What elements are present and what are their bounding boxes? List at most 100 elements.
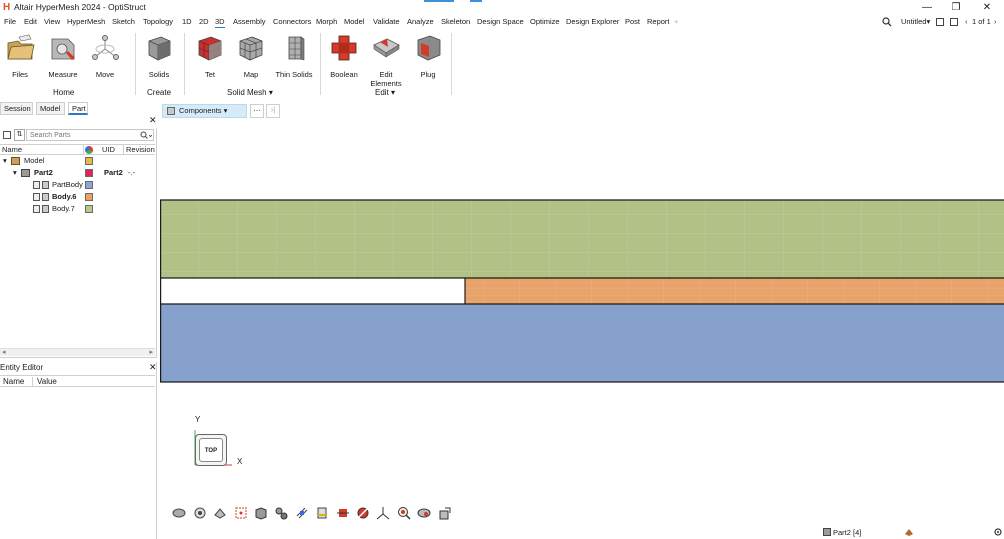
menu-assembly[interactable]: Assembly [233, 17, 266, 26]
iso-view-icon[interactable] [254, 506, 268, 520]
filter-icon[interactable]: ⇅ [14, 129, 25, 141]
tree-row-model[interactable]: ▾ Model [0, 155, 155, 167]
group-solid-mesh-label[interactable]: Solid Mesh ▾ [227, 88, 273, 97]
body-visibility-icon[interactable] [42, 193, 49, 201]
uid-value: Part2 [104, 168, 123, 177]
menu-skeleton[interactable]: Skeleton [441, 17, 471, 26]
view-cube[interactable]: TOP [195, 434, 227, 466]
menu-morph[interactable]: Morph [316, 17, 338, 26]
color-swatch[interactable] [85, 193, 93, 201]
menu-optimize[interactable]: Optimize [530, 17, 560, 26]
menu-1d[interactable]: 1D [182, 17, 192, 26]
edit-elements-tool[interactable]: Edit Elements [366, 33, 406, 88]
unmask-icon[interactable] [356, 506, 370, 520]
wireframe-view-icon[interactable] [193, 506, 207, 520]
column-name[interactable]: Name [2, 144, 84, 155]
color-swatch[interactable] [85, 181, 93, 189]
mask-icon[interactable] [336, 506, 350, 520]
menu-edit[interactable]: Edit [24, 17, 37, 26]
minimize-button[interactable]: — [922, 2, 932, 13]
axis-display-icon[interactable] [376, 506, 390, 520]
measure-tool[interactable]: Measure [47, 33, 79, 79]
menu-2d[interactable]: 2D [199, 17, 209, 26]
tree-row-partbody[interactable]: PartBody [0, 179, 155, 191]
edit-elements-icon [371, 33, 401, 63]
measure-label: Measure [48, 70, 78, 79]
menu-sketch[interactable]: Sketch [112, 17, 135, 26]
menu-design-space[interactable]: Design Space [477, 17, 524, 26]
rotate-view-icon[interactable] [274, 506, 288, 520]
scroll-right-icon[interactable]: ▸ [149, 349, 153, 356]
tree-row-body7[interactable]: Body.7 [0, 203, 155, 215]
menu-view[interactable]: View [44, 17, 61, 26]
collapse-toolbar-button[interactable]: ›| [266, 104, 280, 118]
session-name-dropdown[interactable]: Untitled▾ [901, 16, 930, 27]
color-swatch[interactable] [85, 157, 93, 165]
close-panel-icon[interactable]: ✕ [149, 115, 157, 125]
settings-icon[interactable] [993, 527, 1003, 537]
hidden-line-icon[interactable] [213, 506, 227, 520]
section-cut-icon[interactable] [295, 506, 309, 520]
restore-button[interactable]: ❐ [951, 2, 961, 13]
menu-hypermesh[interactable]: HyperMesh [67, 17, 106, 26]
tree-row-body6[interactable]: Body.6 [0, 191, 155, 203]
components-button[interactable]: Components ▾ [162, 104, 247, 118]
search-icon[interactable] [140, 131, 153, 140]
tab-session[interactable]: Session [0, 102, 33, 115]
move-tool[interactable]: Move [89, 33, 121, 79]
more-options-button[interactable]: ··· [250, 104, 264, 118]
column-uid[interactable]: UID [102, 144, 124, 155]
tet-tool[interactable]: Tet [194, 33, 226, 79]
menu-analyze[interactable]: Analyze [407, 17, 434, 26]
menu-design-explorer[interactable]: Design Explorer [566, 17, 620, 26]
menu-report[interactable]: Report [647, 17, 670, 26]
view-cube-face[interactable]: TOP [199, 438, 223, 462]
body-visibility-icon[interactable] [42, 181, 49, 189]
find-entity-icon[interactable] [417, 506, 431, 520]
menu-validate[interactable]: Validate [373, 17, 400, 26]
map-tool[interactable]: Map [235, 33, 267, 79]
boolean-tool[interactable]: Boolean [328, 33, 360, 79]
tab-part[interactable]: Part [68, 102, 88, 115]
search-icon[interactable] [882, 17, 892, 27]
search-parts-input[interactable] [26, 129, 154, 141]
menu-file[interactable]: File [4, 17, 17, 26]
fit-view-icon[interactable] [234, 506, 248, 520]
tab-model[interactable]: Model [36, 102, 65, 115]
group-edit-label[interactable]: Edit ▾ [375, 88, 395, 97]
window-layout-icon[interactable] [936, 18, 944, 26]
horizontal-scrollbar[interactable]: ◂ ▸ [0, 348, 155, 356]
zoom-icon[interactable] [397, 506, 411, 520]
menu-post[interactable]: Post [625, 17, 641, 26]
scroll-left-icon[interactable]: ◂ [2, 349, 6, 356]
page-prev-button[interactable]: ‹ [965, 17, 968, 26]
display-settings-icon[interactable] [438, 506, 452, 520]
collapse-arrow-icon[interactable]: ▾ [13, 168, 17, 177]
menu-connectors[interactable]: Connectors [273, 17, 312, 26]
shaded-view-icon[interactable] [172, 506, 186, 520]
close-entity-editor-icon[interactable]: ✕ [149, 362, 157, 372]
menu-model[interactable]: Model [344, 17, 365, 26]
files-tool[interactable]: Files [4, 33, 36, 79]
menu-3d[interactable]: 3D [215, 17, 225, 28]
select-all-checkbox[interactable] [3, 131, 11, 139]
graphics-viewport[interactable]: Y X TOP [160, 120, 1004, 525]
page-next-button[interactable]: › [994, 17, 997, 26]
add-ribbon-tab-button[interactable]: + [674, 17, 679, 26]
body-visibility-icon[interactable] [42, 205, 49, 213]
close-button[interactable]: ✕ [982, 2, 992, 13]
current-part-indicator[interactable]: Part2 [4] [833, 528, 862, 537]
ribbon-separator [135, 33, 136, 95]
new-page-icon[interactable] [950, 18, 958, 26]
clip-plane-icon[interactable] [315, 506, 329, 520]
color-swatch[interactable] [85, 169, 93, 177]
column-revision[interactable]: Revision [126, 145, 155, 154]
thin-solids-tool[interactable]: Thin Solids [275, 33, 313, 79]
collapse-arrow-icon[interactable]: ▾ [3, 156, 7, 165]
status-icon[interactable] [904, 527, 914, 537]
plug-tool[interactable]: Plug [412, 33, 444, 79]
color-swatch[interactable] [85, 205, 93, 213]
tree-row-part2[interactable]: ▾ Part2 Part2 -.- [0, 167, 155, 179]
solids-tool[interactable]: Solids [143, 33, 175, 79]
menu-topology[interactable]: Topology [143, 17, 174, 26]
